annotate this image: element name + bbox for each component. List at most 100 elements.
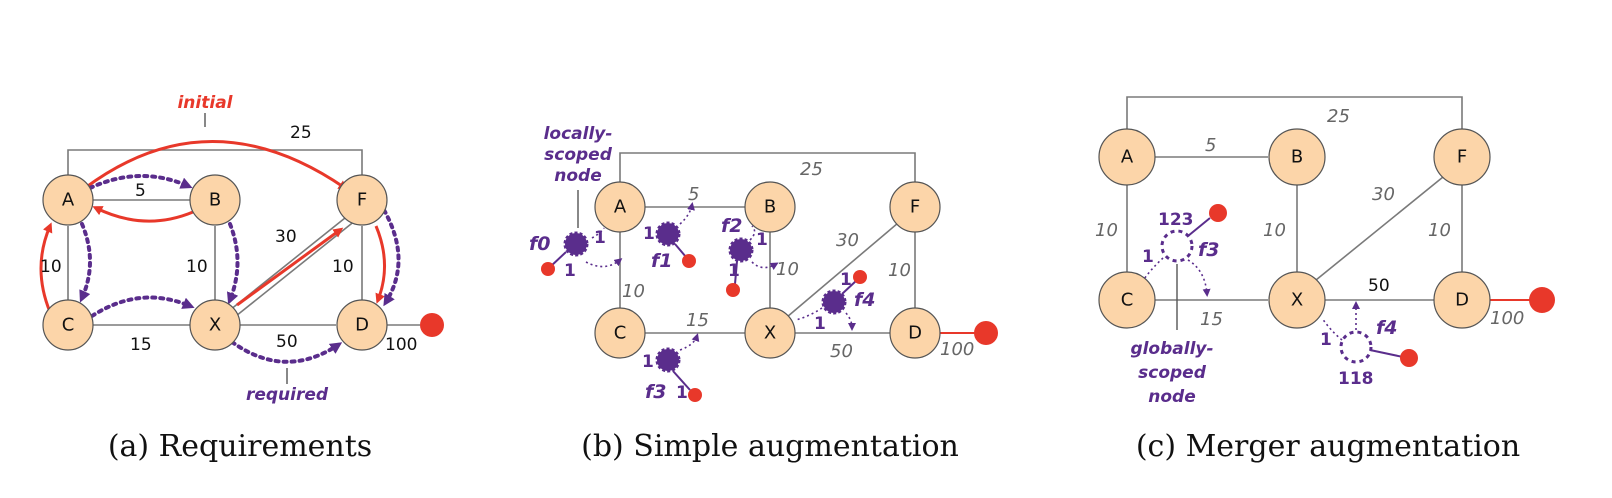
f4-source-dot	[1400, 349, 1418, 367]
sink-dot	[420, 313, 444, 337]
weight-bx: 10	[186, 257, 208, 277]
f2-out-weight: 1	[728, 261, 740, 281]
required-arrow-f-d	[382, 208, 401, 307]
f3-source-dot	[688, 388, 702, 402]
weight-d-out: 100	[940, 339, 974, 360]
node-d: D	[889, 307, 941, 359]
edge-a-f	[619, 152, 916, 183]
f4-weight: 1	[1320, 330, 1332, 350]
svg-text:A: A	[62, 190, 75, 211]
initial-arrow-f-d	[374, 225, 387, 304]
caption-b: (b) Simple augmentation	[581, 429, 959, 464]
caption-c: (c) Merger augmentation	[1136, 429, 1520, 464]
weight-d-out: 100	[1490, 308, 1524, 329]
weight-ab: 5	[1205, 135, 1216, 156]
node-x: X	[189, 299, 241, 351]
svg-text:B: B	[1291, 147, 1303, 168]
f3-in-weight: 1	[642, 352, 654, 372]
required-arrow-a-c	[79, 222, 92, 303]
f4-merged-node: f4 1 118	[1320, 301, 1418, 389]
f3-node: f3 1 1	[642, 333, 702, 403]
node-a: A	[1098, 128, 1156, 186]
weight-ab: 5	[135, 181, 146, 201]
node-d: D	[336, 299, 388, 351]
svg-text:D: D	[908, 323, 922, 344]
svg-text:X: X	[764, 323, 776, 344]
weight-xd: 50	[1368, 276, 1390, 296]
initial-label: initial	[177, 93, 233, 113]
f3-source-dot	[1209, 204, 1227, 222]
weight-ac: 10	[1095, 220, 1118, 241]
panel-a: initial required 25 5 10 10 30 10 15 50 …	[39, 93, 444, 464]
svg-text:D: D	[355, 315, 369, 336]
f4-label: f4	[854, 289, 876, 311]
node-b: B	[1268, 128, 1326, 186]
initial-arrow-c-a	[39, 222, 53, 313]
svg-text:X: X	[1291, 290, 1303, 311]
sink-dot	[1529, 287, 1555, 313]
weight-cx: 15	[1200, 309, 1223, 330]
f4-out-weight: 1	[814, 314, 826, 334]
panel-c: 25 5 10 10 30 10 15 50 100 123 f3 1 glob…	[1095, 96, 1555, 464]
svg-text:F: F	[1457, 147, 1467, 168]
node-d: D	[1433, 271, 1491, 329]
f3-out-weight: 1	[676, 383, 688, 403]
required-arrow-b-x	[226, 222, 240, 305]
initial-arrow-x-f	[236, 227, 344, 307]
node-f: F	[336, 174, 388, 226]
edge-a-f	[1126, 96, 1463, 130]
f4-node: f4 1 1	[795, 270, 876, 334]
weight-fd: 10	[888, 260, 911, 281]
required-arrow-x-d	[230, 340, 343, 364]
required-arrow-a-b	[88, 174, 193, 190]
required-arrow-c-x	[90, 295, 195, 318]
node-f: F	[889, 181, 941, 233]
svg-text:C: C	[62, 315, 75, 336]
f1-label: f1	[651, 250, 673, 272]
node-x: X	[1268, 271, 1326, 329]
global-label-line3: node	[1148, 387, 1195, 407]
node-a: A	[594, 181, 646, 233]
edge-x-f	[1315, 176, 1444, 281]
node-c: C	[1098, 271, 1156, 329]
weight-af: 25	[290, 123, 312, 143]
f0-out-weight: 1	[564, 261, 576, 281]
f3-value: 123	[1158, 210, 1194, 230]
svg-text:F: F	[910, 197, 920, 218]
f0-source-dot	[541, 262, 555, 276]
svg-text:A: A	[1121, 147, 1134, 168]
weight-af: 25	[1327, 106, 1350, 127]
f0-label: f0	[529, 233, 551, 255]
svg-text:C: C	[1121, 290, 1134, 311]
node-f: F	[1433, 128, 1491, 186]
global-label-line2: scoped	[1138, 363, 1207, 383]
f0-node: f0 1 1	[529, 227, 623, 281]
weight-bx: 10	[1263, 220, 1286, 241]
weight-bx: 10	[776, 259, 799, 280]
svg-text:F: F	[357, 190, 367, 211]
weight-xd: 50	[830, 341, 853, 362]
node-x: X	[744, 307, 796, 359]
required-label: required	[246, 385, 329, 405]
weight-xd: 50	[276, 332, 298, 352]
node-b: B	[744, 181, 796, 233]
f4-value: 118	[1338, 369, 1374, 389]
caption-a: (a) Requirements	[108, 429, 372, 464]
weight-cx: 15	[686, 310, 709, 331]
edge-x-f	[786, 222, 899, 318]
global-label-line1: globally-	[1130, 339, 1213, 359]
weight-xf: 30	[1372, 184, 1395, 205]
weight-af: 25	[800, 159, 823, 180]
weight-cx: 15	[130, 335, 152, 355]
weight-fd: 10	[1428, 220, 1451, 241]
weight-xf: 30	[836, 230, 859, 251]
weight-ab: 5	[688, 184, 699, 205]
node-a: A	[42, 174, 94, 226]
weight-ac: 10	[40, 257, 62, 277]
panel-b: 5 25 10 10 15 30 10 50 100 locally- scop…	[529, 124, 998, 464]
f4-source-dot	[853, 270, 867, 284]
node-b: B	[189, 174, 241, 226]
f3-merged-node: 123 f3 1 globally- scoped node	[1130, 204, 1227, 407]
initial-arrow-a-f	[84, 140, 349, 191]
